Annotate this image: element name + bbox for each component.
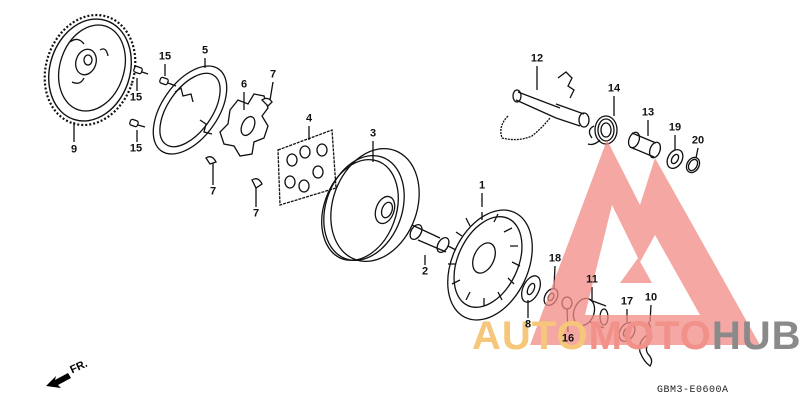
callout-5: 5 bbox=[201, 44, 209, 57]
bolt-drawings bbox=[129, 65, 177, 128]
drive-face-fan-drawing bbox=[447, 209, 533, 321]
callout-11: 11 bbox=[586, 273, 598, 286]
callout-7c: 7 bbox=[252, 207, 260, 220]
movable-drive-face-drawing bbox=[321, 147, 420, 263]
callout-19: 19 bbox=[668, 121, 682, 134]
watermark-brand: AUTOMOTOHUB bbox=[472, 316, 800, 356]
callout-3: 3 bbox=[369, 127, 377, 140]
callout-16: 16 bbox=[561, 332, 575, 345]
starter-driven-gear-drawing bbox=[43, 13, 137, 127]
callout-7b: 7 bbox=[209, 185, 217, 198]
watermark-auto: AUTO bbox=[472, 314, 589, 358]
callout-2: 2 bbox=[421, 265, 429, 278]
diagram-code: GBM3-E0600A bbox=[657, 385, 729, 396]
callout-15c: 15 bbox=[129, 142, 143, 155]
ramp-plate-drawing bbox=[152, 65, 228, 155]
callout-9: 9 bbox=[70, 143, 78, 156]
callout-15b: 15 bbox=[129, 91, 143, 104]
callout-10: 10 bbox=[644, 291, 658, 304]
callout-12: 12 bbox=[530, 52, 544, 65]
watermark-moto: MOTO bbox=[588, 314, 712, 358]
return-spring-drawing bbox=[587, 115, 618, 146]
callout-6: 6 bbox=[240, 78, 248, 91]
callout-14: 14 bbox=[607, 82, 621, 95]
callout-1: 1 bbox=[478, 179, 486, 192]
callout-15a: 15 bbox=[158, 50, 172, 63]
kickstarter-spindle-drawing bbox=[500, 71, 590, 141]
weight-rollers-drawing bbox=[277, 129, 337, 206]
collar-drawing bbox=[409, 223, 450, 254]
callout-13: 13 bbox=[641, 106, 655, 119]
callout-18: 18 bbox=[548, 252, 562, 265]
watermark-hub: HUB bbox=[711, 314, 800, 358]
ramp-plate-slider-drawing bbox=[219, 93, 269, 157]
callout-17: 17 bbox=[620, 295, 634, 308]
callout-4: 4 bbox=[305, 112, 313, 125]
callout-20: 20 bbox=[691, 134, 705, 147]
bushing-drawing bbox=[627, 131, 662, 159]
callout-8: 8 bbox=[524, 318, 532, 331]
callout-7a: 7 bbox=[269, 68, 277, 81]
